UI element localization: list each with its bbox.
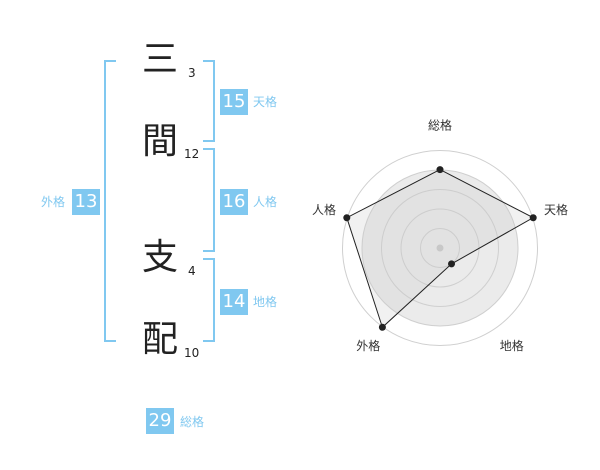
stroke-count-4: 10 (184, 346, 200, 360)
radar-center-dot (436, 244, 444, 252)
radar-grid-ring (420, 228, 460, 268)
radar-axis-label: 総格 (428, 118, 452, 133)
radar-point-2 (529, 214, 537, 222)
radar-grid-ring (342, 150, 538, 346)
radar-axis-label: 外格 (356, 338, 380, 353)
chikaku-value: 14 (220, 289, 248, 315)
gaikaku-bracket (104, 60, 116, 342)
radar-data-polygon (346, 169, 535, 329)
tenkaku-bracket (203, 60, 215, 142)
tenkaku-label: 天格 (253, 95, 278, 109)
radar-point-1 (436, 166, 444, 174)
jinkaku-value: 16 (220, 189, 248, 215)
gaikaku-label: 外格 (41, 195, 66, 209)
name-char-2: 間 (142, 121, 179, 162)
jinkaku-bracket (203, 148, 215, 252)
soukaku-label: 総格 (180, 415, 205, 429)
radar-point-3 (448, 260, 456, 268)
jinkaku-label: 人格 (253, 195, 278, 209)
name-char-3: 支 (142, 237, 179, 278)
soukaku-value: 29 (146, 408, 174, 434)
name-char-1: 三 (142, 39, 179, 80)
stroke-count-1: 3 (188, 66, 196, 80)
radar-axis-label: 天格 (544, 202, 568, 217)
chikaku-label: 地格 (253, 295, 278, 309)
tenkaku-value: 15 (220, 89, 248, 115)
radar-grid-ring (381, 189, 499, 307)
stroke-count-2: 12 (184, 147, 200, 161)
radar-axis-label: 地格 (500, 338, 524, 353)
radar-point-4 (378, 323, 386, 331)
chikaku-bracket (203, 258, 215, 342)
radar-axis-label: 人格 (312, 202, 336, 217)
gaikaku-value: 13 (72, 189, 100, 215)
radar-point-5 (343, 214, 351, 222)
name-char-4: 配 (142, 319, 179, 360)
stroke-count-3: 4 (188, 264, 196, 278)
